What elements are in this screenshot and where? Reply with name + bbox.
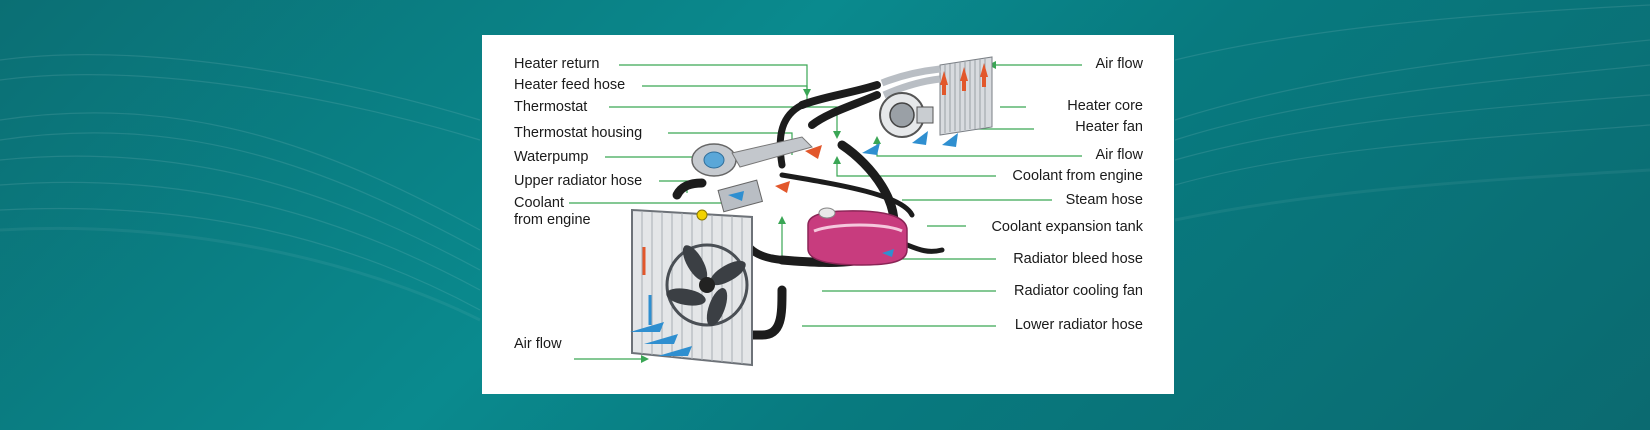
- label-upper-radiator-hose: Upper radiator hose: [514, 173, 643, 189]
- diagram-panel: Heater return Heater feed hose Thermosta…: [482, 35, 1174, 394]
- label-steam-hose: Steam hose: [1065, 192, 1143, 208]
- label-coolant-from-engine: Coolant from engine: [1012, 168, 1143, 184]
- label-radiator-cooling-fan: Radiator cooling fan: [1014, 283, 1143, 299]
- heater-core-drawing: [880, 56, 993, 136]
- label-waterpump: Waterpump: [514, 149, 589, 165]
- hot-air-arrows: [940, 63, 988, 95]
- label-air-flow-bottom: Air flow: [514, 336, 562, 352]
- cold-air-arrows-radiator: [630, 322, 692, 356]
- label-thermostat-housing: Thermostat housing: [514, 125, 643, 141]
- label-coolant-left-line2: from engine: [514, 212, 591, 228]
- label-radiator-bleed-hose: Radiator bleed hose: [1013, 251, 1143, 267]
- label-air-flow-top: Air flow: [1095, 56, 1143, 72]
- label-coolant-left-line1: Coolant: [514, 195, 564, 211]
- label-air-flow-mid: Air flow: [1095, 147, 1143, 163]
- label-coolant-expansion-tank: Coolant expansion tank: [991, 219, 1143, 235]
- label-lower-radiator-hose: Lower radiator hose: [1014, 317, 1143, 333]
- waterpump-drawing: [691, 136, 822, 213]
- label-thermostat: Thermostat: [514, 99, 588, 115]
- label-heater-fan: Heater fan: [1075, 119, 1143, 135]
- expansion-tank-drawing: [807, 207, 908, 266]
- label-heater-return: Heater return: [514, 56, 600, 72]
- label-heater-feed-hose: Heater feed hose: [514, 77, 626, 93]
- cold-air-arrows-heater: [862, 131, 958, 155]
- heater-fan-drawing: [879, 92, 934, 138]
- label-heater-core: Heater core: [1067, 98, 1143, 114]
- cooling-system-illustration: [569, 56, 1082, 367]
- radiator-drawing: [631, 208, 753, 367]
